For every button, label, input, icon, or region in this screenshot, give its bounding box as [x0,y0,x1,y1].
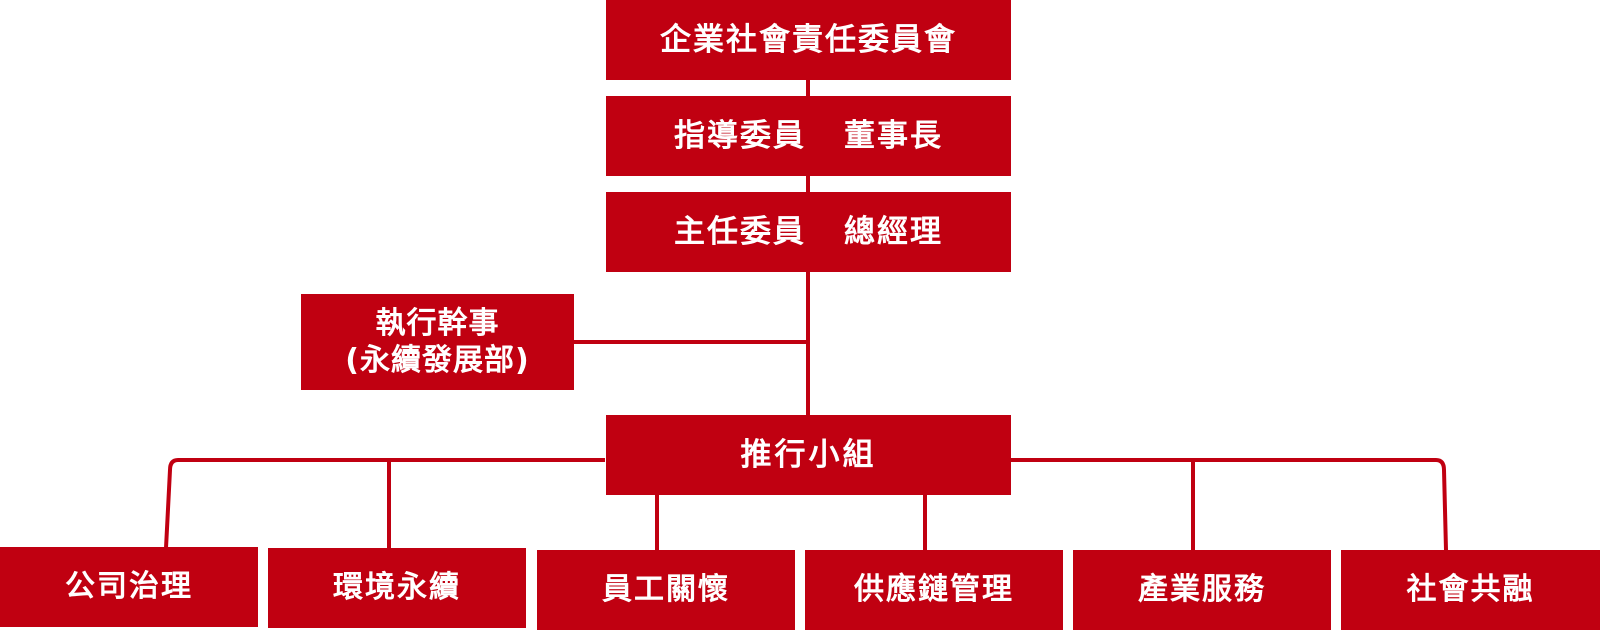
group-box-environment: 環境永續 [268,548,526,628]
group-label: 供應鏈管理 [854,572,1014,608]
executive-box: 執行幹事 (永續發展部) [301,294,574,390]
chair-person: 總經理 [844,213,943,250]
chair-role: 主任委員 [674,213,806,250]
advisor-person: 董事長 [844,117,943,154]
committee-box: 企業社會責任委員會 [606,0,1011,80]
group-box-supply-chain: 供應鏈管理 [805,550,1063,630]
connector-branch-right [1010,458,1448,551]
executive-department: (永續發展部) [345,343,530,378]
team-title: 推行小組 [740,436,877,473]
group-label: 社會共融 [1406,572,1535,608]
group-box-social-inclusion: 社會共融 [1341,550,1600,630]
group-box-employee-care: 員工關懷 [537,550,795,630]
advisor-role: 指導委員 [674,117,806,154]
team-box: 推行小組 [606,415,1011,495]
advisor-text: 指導委員 董事長 [674,117,943,156]
group-label: 公司治理 [65,569,193,605]
group-box-industry-service: 產業服務 [1073,550,1331,630]
group-label: 產業服務 [1138,572,1266,608]
connector-branch-left [164,458,605,549]
chair-box: 主任委員 總經理 [606,192,1011,272]
group-label: 員工關懷 [602,572,730,608]
group-label: 環境永續 [333,570,461,606]
advisor-box: 指導委員 董事長 [606,96,1011,176]
committee-title: 企業社會責任委員會 [660,21,957,58]
executive-title: 執行幹事 [375,305,500,341]
chair-text: 主任委員 總經理 [674,213,943,252]
group-box-governance: 公司治理 [0,547,258,627]
